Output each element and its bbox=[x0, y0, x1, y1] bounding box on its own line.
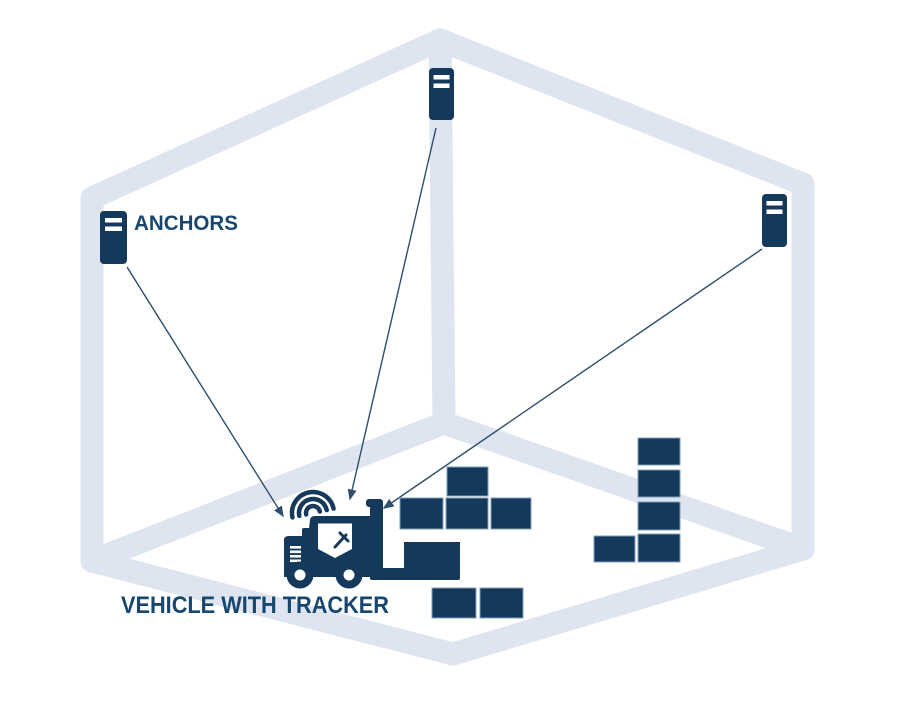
box bbox=[593, 535, 636, 563]
box bbox=[431, 587, 477, 619]
anchor-body bbox=[429, 68, 454, 120]
wifi-signal-icon bbox=[289, 489, 336, 520]
anchor-stripe bbox=[433, 75, 450, 80]
box-pair-front bbox=[431, 587, 524, 619]
box-stack-right bbox=[593, 437, 681, 563]
room-outer-hexagon bbox=[80, 28, 815, 666]
forklift-mast bbox=[370, 502, 383, 578]
ranging-line-right-anchor bbox=[382, 248, 763, 509]
anchor-top-icon bbox=[429, 68, 454, 120]
box bbox=[637, 437, 681, 466]
anchor-stripe bbox=[105, 226, 122, 231]
anchor-body bbox=[100, 211, 127, 264]
wheel-hub bbox=[343, 569, 355, 581]
ranging-lines bbox=[126, 127, 763, 518]
box bbox=[637, 533, 681, 563]
anchor-left-icon bbox=[100, 211, 127, 264]
anchor-stripe bbox=[105, 218, 122, 223]
box bbox=[637, 501, 681, 531]
box bbox=[399, 497, 444, 530]
ranging-line-left-anchor bbox=[126, 266, 284, 518]
forklift-window bbox=[318, 523, 352, 558]
anchors-group bbox=[100, 68, 787, 264]
forklift-cab-pillar bbox=[352, 516, 372, 577]
anchor-stripe bbox=[433, 83, 450, 88]
forklift-fork bbox=[370, 568, 460, 580]
forklift-icon bbox=[284, 489, 460, 589]
anchors-label: ANCHORS bbox=[134, 211, 238, 235]
tracker-device-icon bbox=[333, 531, 350, 549]
box bbox=[479, 587, 524, 619]
anchor-stripe bbox=[766, 209, 783, 214]
box bbox=[490, 497, 532, 530]
box bbox=[637, 469, 681, 498]
anchor-right-icon bbox=[762, 194, 787, 247]
box bbox=[446, 466, 489, 497]
forklift-grille bbox=[290, 546, 301, 563]
anchor-body bbox=[762, 194, 787, 247]
anchor-stripe bbox=[766, 201, 783, 206]
vehicle-with-tracker-label: VEHICLE WITH TRACKER bbox=[121, 592, 389, 619]
ranging-line-top-anchor bbox=[347, 127, 437, 501]
box bbox=[445, 497, 489, 530]
box-stack-center bbox=[399, 466, 532, 530]
forklift-load bbox=[404, 542, 460, 569]
wheel-hub bbox=[294, 569, 306, 581]
warehouse-boxes bbox=[399, 437, 681, 619]
